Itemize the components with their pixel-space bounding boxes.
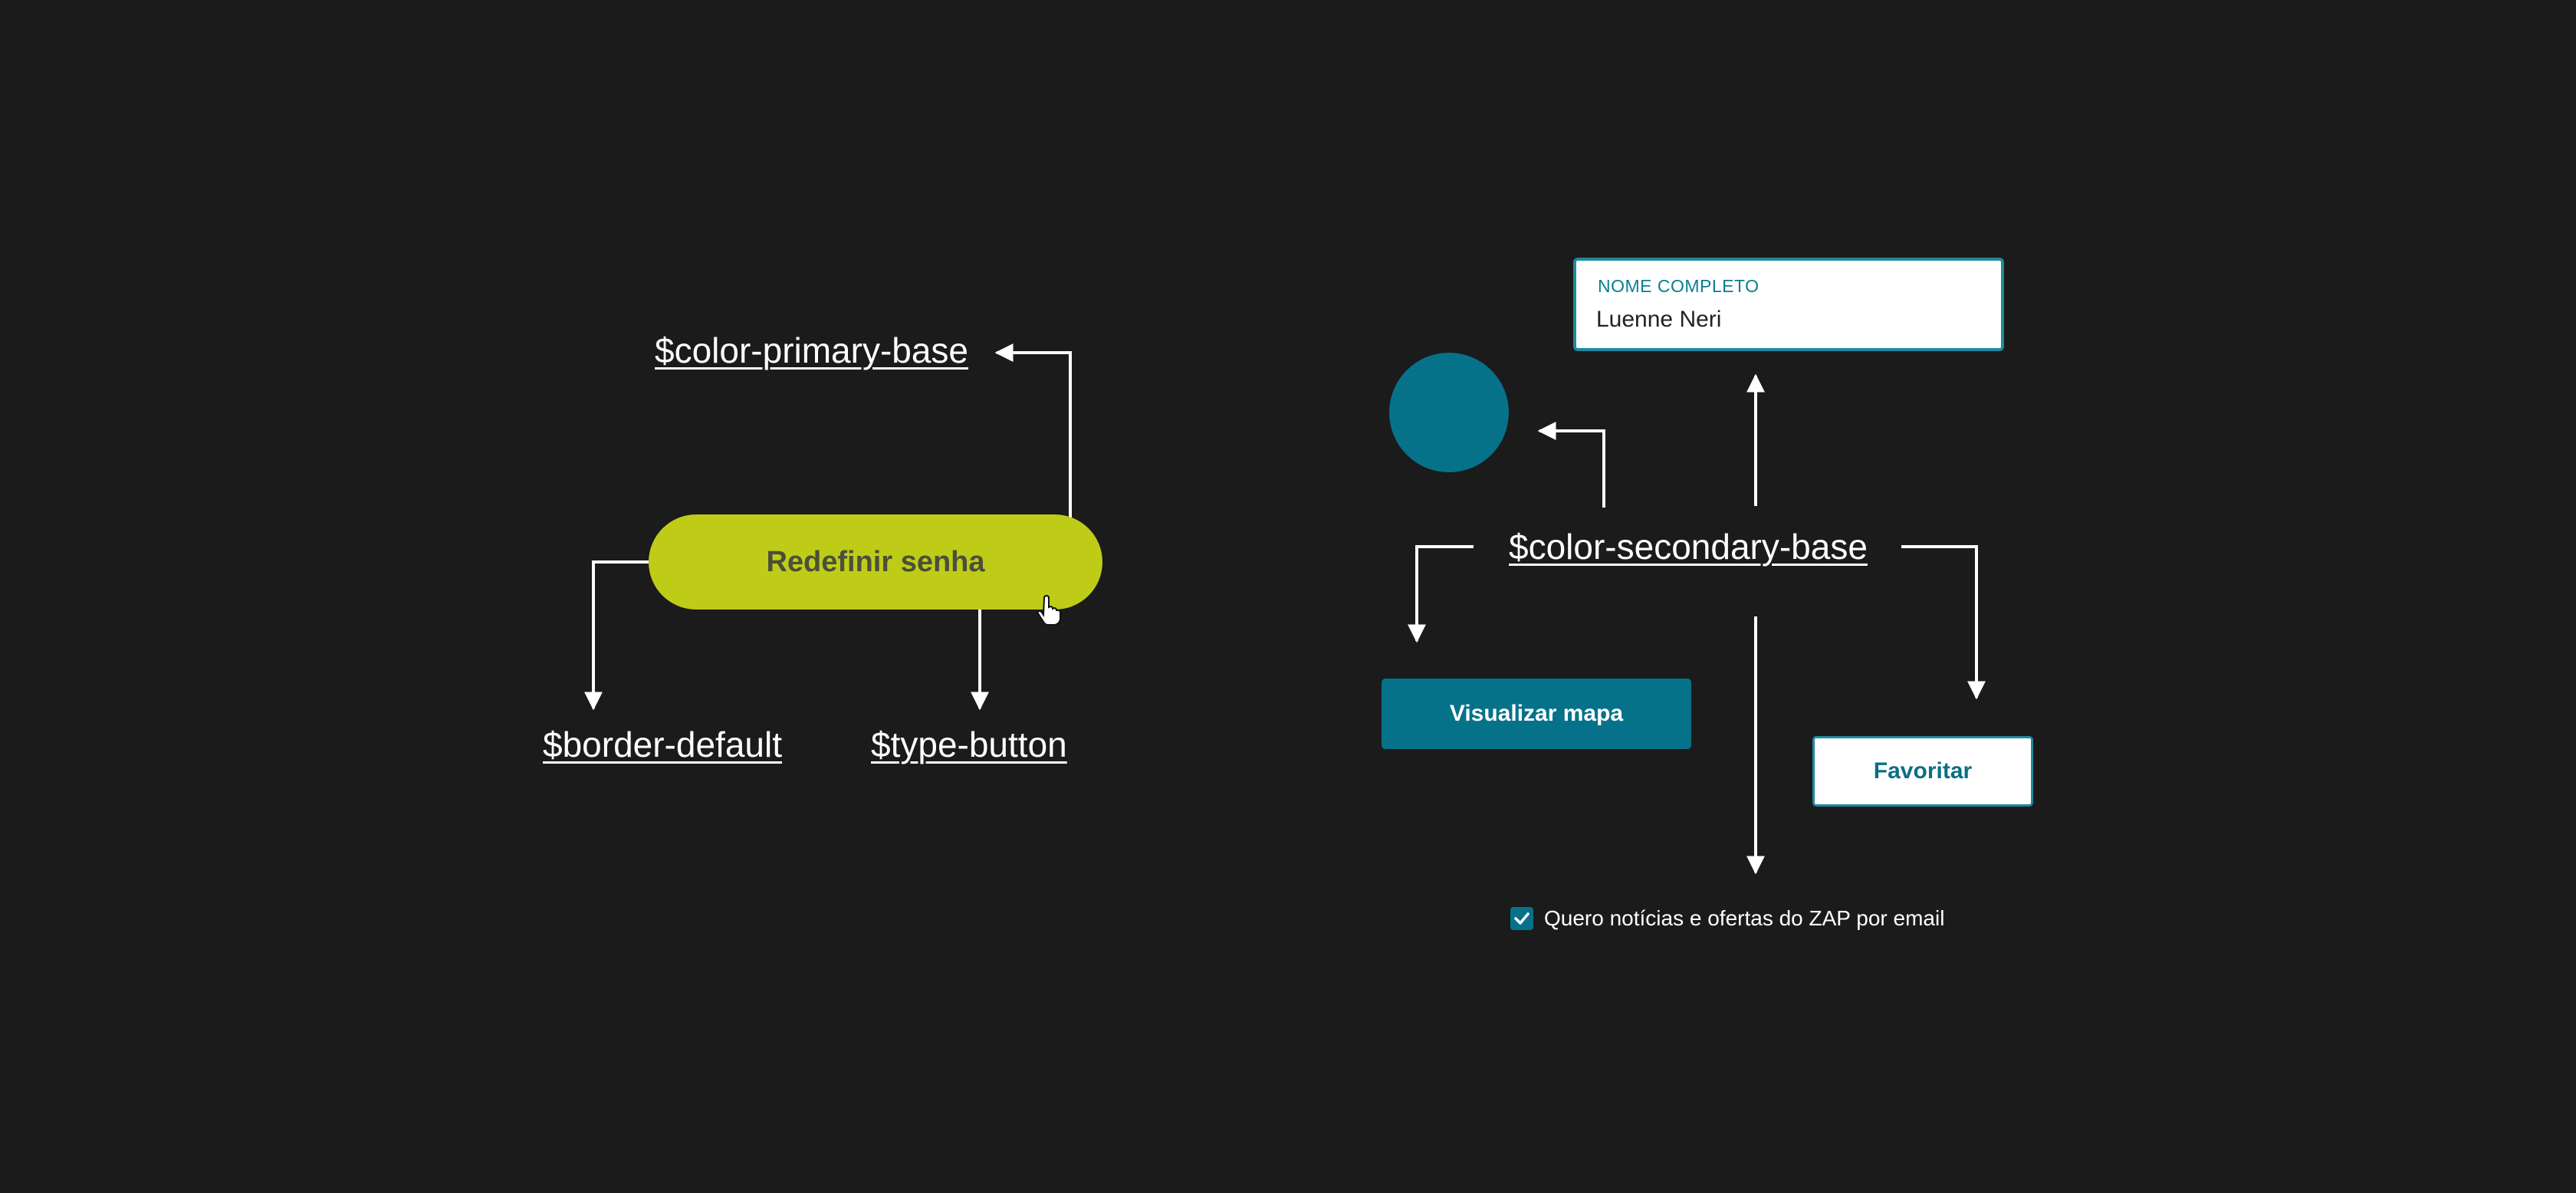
arrow-to-border-token [584, 560, 649, 711]
nome-completo-field[interactable]: NOME COMPLETO [1573, 258, 2004, 351]
hand-cursor-icon [1037, 595, 1061, 626]
nome-completo-label: NOME COMPLETO [1598, 276, 1760, 296]
secondary-color-swatch [1389, 353, 1509, 472]
token-type-button: $type-button [871, 725, 1067, 764]
visualizar-mapa-button[interactable]: Visualizar mapa [1382, 679, 1691, 749]
newsletter-checkbox[interactable] [1510, 907, 1533, 930]
arrow-to-visualizar [1408, 545, 1474, 643]
checkmark-icon [1514, 912, 1530, 925]
favoritar-button[interactable]: Favoritar [1812, 736, 2033, 807]
nome-completo-input[interactable] [1596, 307, 1980, 333]
newsletter-checkbox-row[interactable]: Quero notícias e ofertas do ZAP por emai… [1510, 906, 1944, 931]
arrow-to-circle [1537, 422, 1605, 508]
token-border-default: $border-default [543, 725, 782, 764]
redefinir-senha-button[interactable]: Redefinir senha [649, 514, 1102, 610]
newsletter-checkbox-label: Quero notícias e ofertas do ZAP por emai… [1544, 906, 1945, 930]
token-color-primary-base: $color-primary-base [655, 330, 969, 370]
arrow-to-favoritar [1901, 545, 1986, 700]
token-color-secondary-base: $color-secondary-base [1509, 527, 1868, 567]
